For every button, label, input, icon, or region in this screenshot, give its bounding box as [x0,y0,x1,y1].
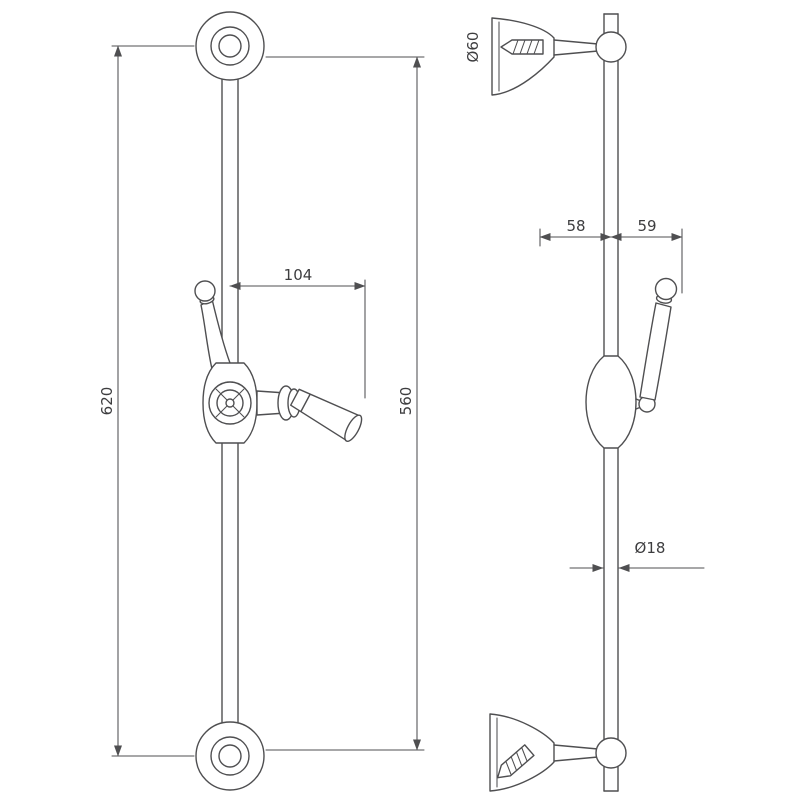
screw-thread [505,760,512,776]
front-view: 620 560 104 [98,11,425,791]
screw-thread [533,39,540,55]
screw-shaft [496,744,535,779]
cone-rib [300,393,311,412]
dim-label-104: 104 [284,266,313,284]
handle-ball [654,277,678,301]
handle-grip [200,298,231,370]
front-lever-handle [194,280,231,370]
dim-overall-length: 620 [98,45,195,757]
side-view: Ø60 58 59 Ø18 [464,13,705,792]
cone-mouth [344,414,363,442]
front-top-wall-flange [195,11,265,81]
dim-label-59: 59 [637,217,656,235]
front-bottom-wall-flange [195,721,265,791]
screw-thread [526,39,533,55]
dim-label-d18: Ø18 [635,539,666,557]
side-top-wall-bracket [491,17,627,96]
screw-thread [521,746,528,762]
screw-thread [510,756,518,772]
fixing-screw [500,39,544,55]
screw-thread [519,39,526,55]
bracket-ball-joint [595,31,627,63]
side-slider-body [585,355,637,449]
flange-inner [218,744,242,768]
slider-barrel [585,355,637,449]
bracket-neck [553,50,599,56]
dim-label-620: 620 [98,387,116,416]
side-lever-handle [635,277,678,413]
front-slider-knob [208,381,252,425]
bracket-neck [553,39,599,45]
dim-label-d60: Ø60 [464,32,482,63]
dim-label-560: 560 [397,387,415,416]
fixing-screw [496,744,535,779]
side-bottom-wall-bracket [489,713,627,792]
bracket-bell [491,17,555,96]
screw-thread [512,39,519,55]
holder-cone [290,388,363,442]
dim-rail-to-handle: 59 [610,217,683,294]
dim-fixing-centers: 560 [265,56,425,751]
bracket-ball-joint [595,737,627,769]
dim-holder-offset: 104 [229,266,366,399]
dim-flange-diameter: Ø60 [464,32,482,63]
flange-inner [218,34,242,58]
handle-grip [639,302,672,401]
dim-label-58: 58 [566,217,585,235]
bracket-neck [553,756,599,762]
screw-thread [515,751,523,767]
handle-ball [194,280,216,302]
dim-rail-diameter: Ø18 [569,539,705,572]
bracket-neck [553,744,599,750]
knob-center [225,398,235,408]
front-handset-holder [256,385,363,442]
dim-wall-to-rail: 58 [539,217,612,247]
